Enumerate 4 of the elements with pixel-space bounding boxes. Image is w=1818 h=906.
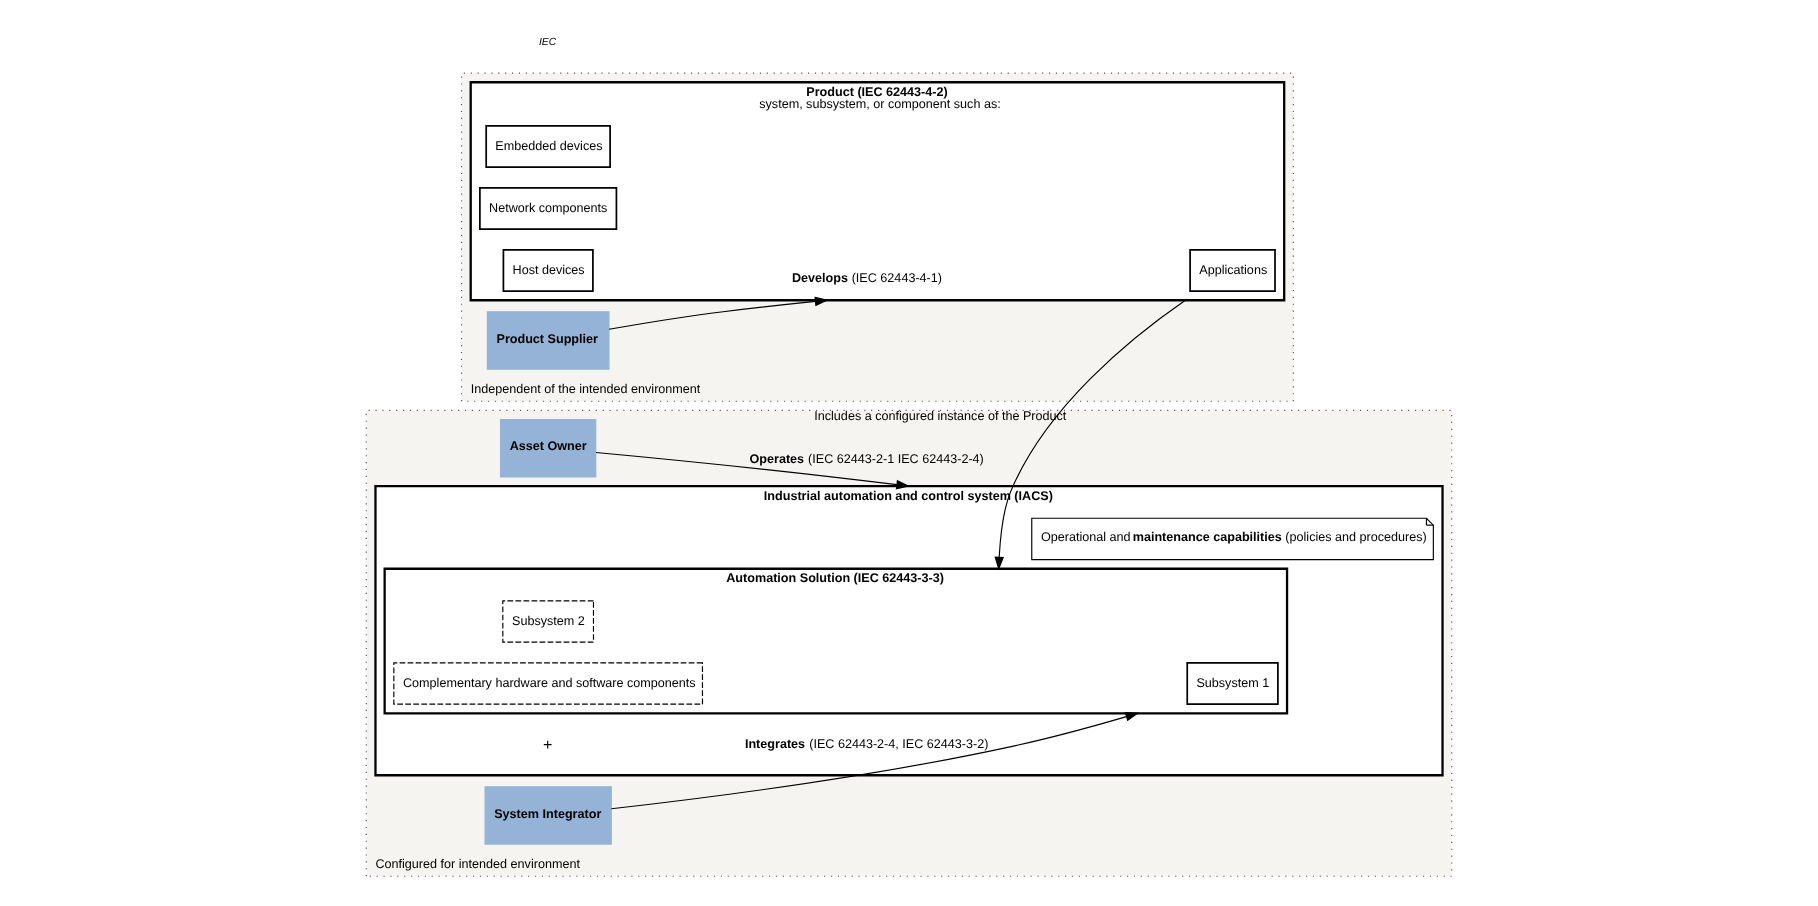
arrow bbox=[610, 711, 1140, 809]
arrow bbox=[608, 295, 829, 329]
arrow bbox=[994, 298, 1186, 570]
arrow bbox=[595, 450, 911, 489]
